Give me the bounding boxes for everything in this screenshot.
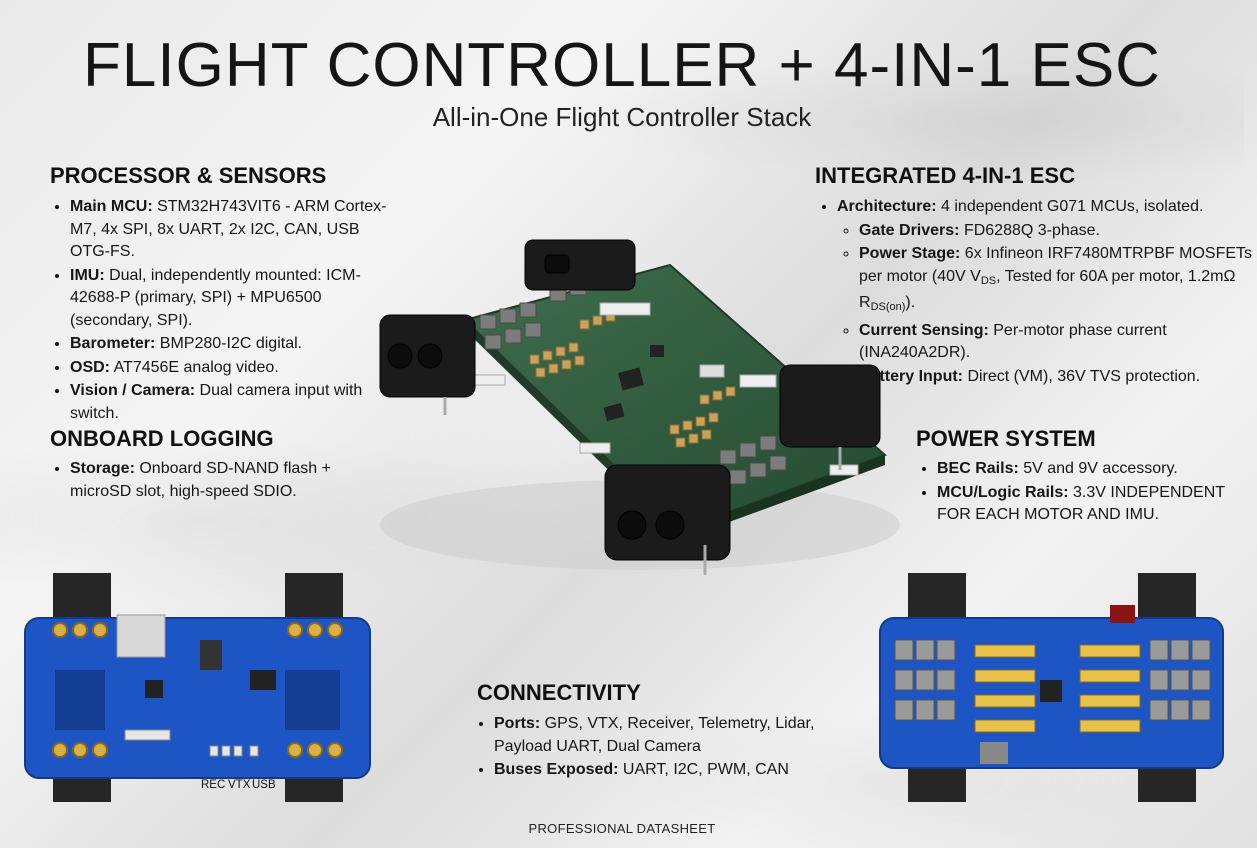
- list-item: MCU/Logic Rails: 3.3V INDEPENDENT FOR EA…: [937, 482, 1257, 527]
- processor-heading: PROCESSOR & SENSORS: [50, 163, 327, 188]
- list-item: Main MCU: STM32H743VIT6 - ARM Cortex-M7,…: [70, 196, 390, 264]
- logging-list: Storage: Onboard SD-NAND flash + microSD…: [50, 458, 370, 504]
- top-left-connector: [53, 573, 111, 625]
- rec-label: REC: [201, 779, 225, 791]
- power-list: BEC Rails: 5V and 9V accessory. MCU/Logi…: [917, 458, 1257, 528]
- bottom-view-board: REC VTX USB: [24, 573, 371, 802]
- microsd-slot: [116, 614, 166, 658]
- main-board-render: [379, 239, 900, 575]
- list-item: Buses Exposed: UART, I2C, PWM, CAN: [494, 759, 844, 782]
- list-item: Storage: Onboard SD-NAND flash + microSD…: [70, 458, 370, 503]
- esc-view-board: [879, 573, 1224, 802]
- list-item: Current Sensing: Per-motor phase current…: [859, 320, 1257, 365]
- page-title: FLIGHT CONTROLLER + 4-IN-1 ESC: [83, 31, 1161, 100]
- esc-list: Architecture: 4 independent G071 MCUs, i…: [817, 196, 1257, 389]
- list-item: Gate Drivers: FD6288Q 3-phase.: [859, 220, 1257, 243]
- esc-heading: INTEGRATED 4-IN-1 ESC: [815, 163, 1075, 188]
- processor-list: Main MCU: STM32H743VIT6 - ARM Cortex-M7,…: [50, 196, 390, 426]
- vtx-label: VTX: [228, 779, 251, 791]
- list-item: Vision / Camera: Dual camera input with …: [70, 380, 390, 425]
- list-item: Battery Input: Direct (VM), 36V TVS prot…: [859, 366, 1257, 389]
- connectivity-list: Ports: GPS, VTX, Receiver, Telemetry, Li…: [474, 713, 844, 783]
- list-item: Ports: GPS, VTX, Receiver, Telemetry, Li…: [494, 713, 844, 758]
- power-heading: POWER SYSTEM: [916, 426, 1096, 451]
- usb-label: USB: [252, 779, 276, 791]
- list-item: OSD: AT7456E analog video.: [70, 357, 390, 380]
- list-item: Barometer: BMP280-I2C digital.: [70, 333, 390, 356]
- list-item: Architecture: 4 independent G071 MCUs, i…: [837, 196, 1257, 219]
- list-item: IMU: Dual, independently mounted: ICM-42…: [70, 265, 390, 333]
- connectivity-heading: CONNECTIVITY: [477, 680, 641, 705]
- footer-text: PROFESSIONAL DATASHEET: [528, 821, 716, 836]
- list-item: Power Stage: 6x Infineon IRF7480MTRPBF M…: [859, 243, 1257, 319]
- page-subtitle: All-in-One Flight Controller Stack: [432, 102, 812, 132]
- logging-heading: ONBOARD LOGGING: [50, 426, 274, 451]
- list-item: BEC Rails: 5V and 9V accessory.: [937, 458, 1257, 481]
